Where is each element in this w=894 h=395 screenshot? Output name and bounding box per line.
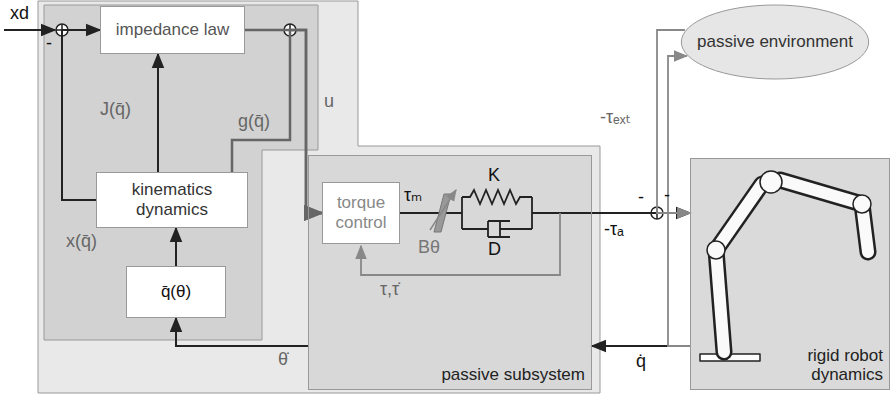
signal-label: - xyxy=(664,186,670,206)
signal-label: τ,τ̇ xyxy=(380,280,399,300)
process-box: kinematics dynamics xyxy=(96,172,248,228)
signal-label: u xyxy=(324,92,334,112)
signal-label: K xyxy=(488,166,500,186)
variable-arrow xyxy=(430,190,456,230)
signal-label: - xyxy=(46,34,52,54)
signal-label: -τₑₓₜ xyxy=(600,108,631,128)
signal-label: θ̇ xyxy=(278,350,288,370)
outer-region xyxy=(38,1,600,393)
signal-label: D xyxy=(488,240,501,260)
robot-box-fill xyxy=(690,158,890,390)
node-text: passive subsystem xyxy=(441,365,585,385)
input-arrow xyxy=(4,29,55,31)
node-text: passive environment xyxy=(697,32,853,52)
node-text: q̄(θ) xyxy=(161,282,191,302)
signal-arrow xyxy=(657,30,690,213)
node-text: torque control xyxy=(329,193,393,232)
motor-torque-line xyxy=(400,212,462,214)
signal-label: Bθ xyxy=(418,238,440,258)
signal-label: xd xyxy=(10,4,29,24)
signal-arrow xyxy=(157,54,159,172)
signal-label: g(q̄) xyxy=(238,112,270,132)
robot-box: rigid robot dynamics xyxy=(690,158,890,390)
signal-arrow xyxy=(176,318,308,346)
signal-label: -τₐ xyxy=(604,220,624,240)
signal-label: τₘ xyxy=(404,186,422,206)
node-text: impedance law xyxy=(116,20,229,40)
environment-ellipse: passive environment xyxy=(680,4,870,80)
motor-damping-element xyxy=(434,194,451,232)
signal-label: - xyxy=(638,188,644,208)
signal-arrow xyxy=(62,30,100,200)
signal-label: x(q̄) xyxy=(66,232,97,252)
subsystem-fill xyxy=(308,155,592,390)
subsystem-region: passive subsystem torque control xyxy=(308,155,592,390)
controller-box: torque control xyxy=(322,182,400,244)
robot-arm-illustration xyxy=(700,171,871,361)
process-box: impedance law xyxy=(100,6,245,54)
signal-label: q̇ xyxy=(636,352,646,372)
signal-arrow xyxy=(175,228,177,266)
node-text: kinematics dynamics xyxy=(103,180,241,219)
process-box: q̄(θ) xyxy=(126,266,226,318)
spring-damper xyxy=(462,190,592,237)
node-text: rigid robot dynamics xyxy=(763,346,883,385)
controller-region xyxy=(44,5,318,340)
signal-arrow xyxy=(668,56,690,346)
signal-label: J(q̄) xyxy=(100,100,131,120)
